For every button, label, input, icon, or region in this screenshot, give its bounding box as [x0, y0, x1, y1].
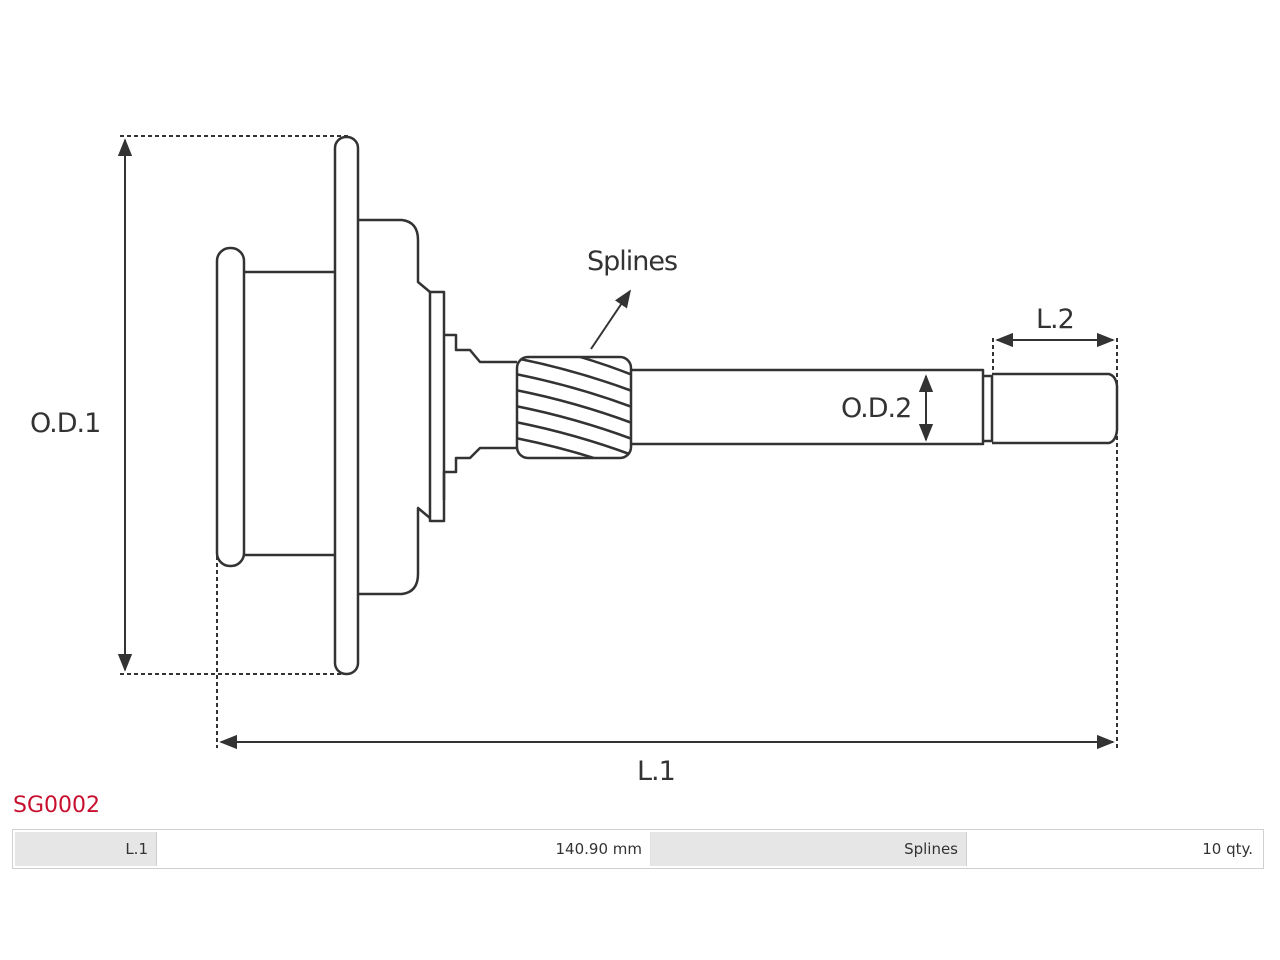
neck	[442, 333, 517, 500]
spec-key-splines: Splines	[651, 832, 967, 866]
technical-drawing: O.D.1 O.D.2 L.1 L.2 Splines	[30, 135, 1119, 787]
dimension-arrows	[117, 138, 1115, 750]
l1-label: L.1	[637, 756, 675, 787]
large-flange	[333, 135, 360, 676]
spec-table: L.1 140.90 mm Splines 10 qty.	[12, 829, 1264, 869]
splines-leader-arrow	[590, 289, 632, 350]
extension-lines	[120, 135, 1118, 748]
shaft	[631, 368, 985, 446]
od2-label: O.D.2	[841, 393, 911, 424]
stepped-body	[358, 218, 431, 596]
l2-label: L.2	[1036, 304, 1074, 335]
part-code: SG0002	[13, 793, 101, 818]
spec-value-splines: 10 qty.	[967, 832, 1261, 866]
splines-label: Splines	[587, 246, 677, 277]
left-collar	[215, 246, 246, 568]
spec-key-l1: L.1	[15, 832, 157, 866]
hub	[244, 270, 335, 557]
shaft-step	[983, 374, 994, 443]
gear-shaft-outline	[215, 135, 1119, 676]
od1-label: O.D.1	[30, 408, 100, 439]
thin-disc	[428, 290, 446, 523]
spec-value-l1: 140.90 mm	[157, 832, 651, 866]
shaft-tip	[992, 372, 1119, 445]
